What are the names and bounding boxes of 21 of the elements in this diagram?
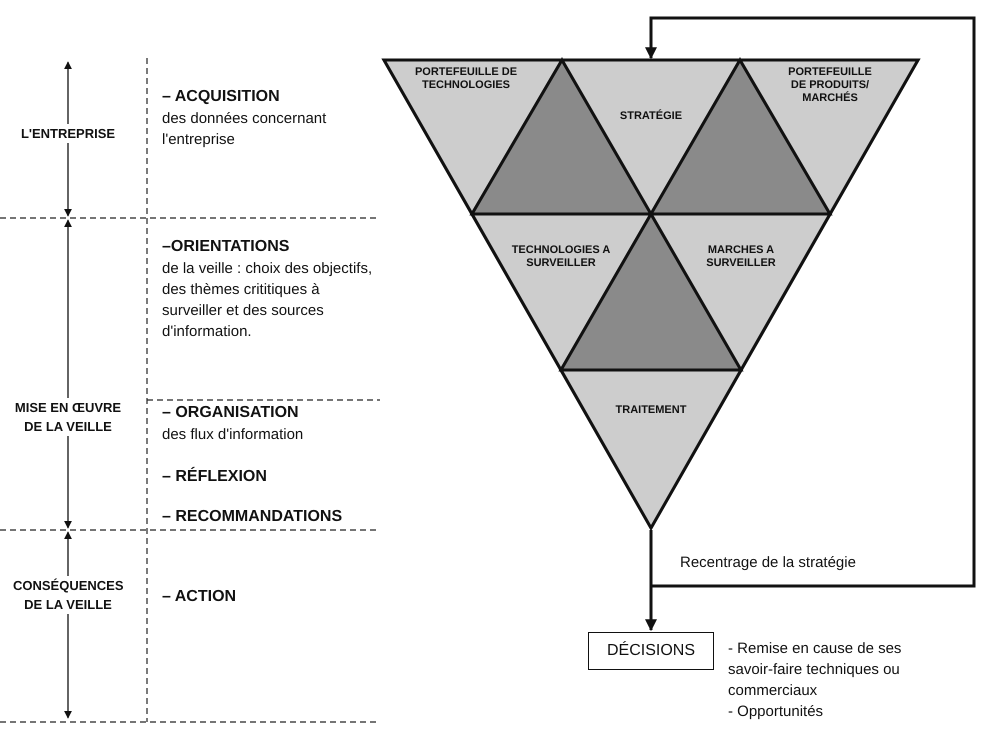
step-heading: – RÉFLEXION [162, 466, 267, 487]
step-heading: – ACQUISITION [162, 87, 280, 107]
row-label: MISE EN ŒUVRE DE LA VEILLE [13, 398, 123, 436]
step-heading: – ORGANISATION [162, 403, 299, 423]
triangle-label: TRAITEMENT [614, 404, 688, 417]
row-label: CONSÉQUENCES DE LA VEILLE [13, 576, 123, 614]
triangle-label: PORTEFEUILLE DE PRODUITS/ MARCHÉS [787, 66, 873, 105]
triangle-label: STRATÉGIE [618, 110, 684, 123]
triangle-label: PORTEFEUILLE DE TECHNOLOGIES [414, 66, 518, 92]
step-text: de la veille : choix des objectifs, des thèmes crititiques à surveiller et des sources d'information. [162, 259, 374, 342]
note-text: - Opportunités [728, 702, 824, 722]
step-text: des données concernant l'entreprise [162, 109, 328, 150]
step-text: des flux d'information [162, 425, 304, 445]
step-heading: –ORIENTATIONS [162, 237, 290, 257]
arrow [645, 16, 976, 588]
triangle-label: MARCHES A SURVEILLER [705, 244, 777, 270]
decision-box: DÉCISIONS [588, 632, 714, 670]
triangle-label: TECHNOLOGIES A SURVEILLER [510, 244, 612, 270]
step-heading: – RECOMMANDATIONS [162, 507, 342, 527]
note-text: - Remise en cause de ses savoir-faire techniques ou commerciaux [728, 639, 902, 701]
step-heading: – ACTION [162, 587, 236, 607]
